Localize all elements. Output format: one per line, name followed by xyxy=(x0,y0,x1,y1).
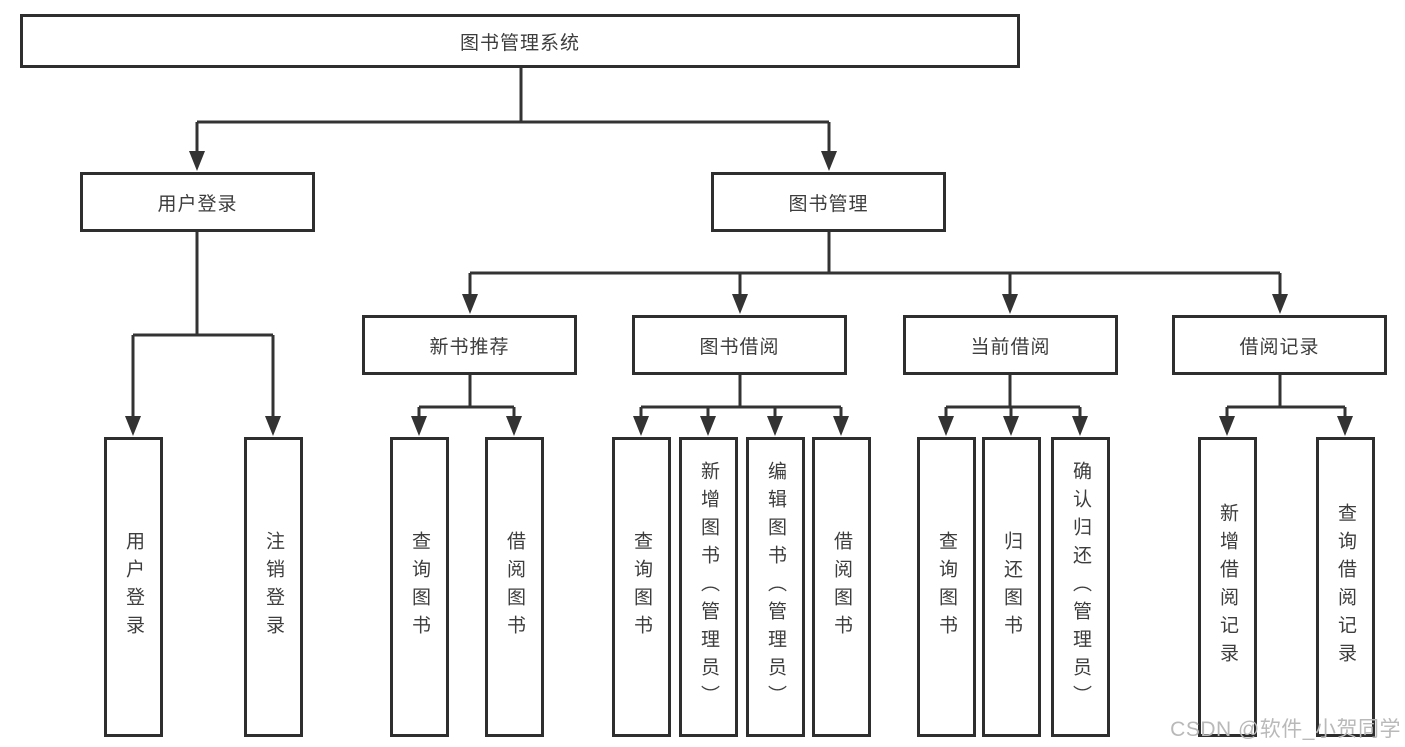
node-book-borrowing: 图书借阅 xyxy=(632,315,847,375)
leaf-user-login: 用户登录 xyxy=(104,437,163,737)
leaf-confirm-return-admin-label: 确认归还（管理员） xyxy=(1070,461,1091,713)
node-root: 图书管理系统 xyxy=(20,14,1020,68)
node-new-book-recommend-label: 新书推荐 xyxy=(429,336,510,358)
node-current-borrowing-label: 当前借阅 xyxy=(970,336,1051,358)
leaf-borrow-books: 借阅图书 xyxy=(812,437,871,737)
node-user-login-label: 用户登录 xyxy=(157,193,238,215)
leaf-query-books-borrow-label: 查询图书 xyxy=(631,531,652,643)
leaf-add-book-admin-label: 新增图书（管理员） xyxy=(698,461,719,713)
node-borrow-records: 借阅记录 xyxy=(1172,315,1387,375)
node-current-borrowing: 当前借阅 xyxy=(903,315,1118,375)
node-root-label: 图书管理系统 xyxy=(459,32,580,54)
node-book-management: 图书管理 xyxy=(711,172,946,232)
node-book-management-label: 图书管理 xyxy=(788,193,869,215)
leaf-logout-label: 注销登录 xyxy=(263,531,284,643)
leaf-borrow-books-recommend: 借阅图书 xyxy=(485,437,544,737)
leaf-borrow-books-recommend-label: 借阅图书 xyxy=(504,531,525,643)
leaf-add-borrow-record: 新增借阅记录 xyxy=(1198,437,1257,737)
leaf-edit-book-admin: 编辑图书（管理员） xyxy=(746,437,805,737)
leaf-add-book-admin: 新增图书（管理员） xyxy=(679,437,738,737)
leaf-user-login-label: 用户登录 xyxy=(123,531,144,643)
leaf-query-books-recommend: 查询图书 xyxy=(390,437,449,737)
leaf-confirm-return-admin: 确认归还（管理员） xyxy=(1051,437,1110,737)
leaf-edit-book-admin-label: 编辑图书（管理员） xyxy=(765,461,786,713)
leaf-query-books-current-label: 查询图书 xyxy=(936,531,957,643)
leaf-borrow-books-label: 借阅图书 xyxy=(831,531,852,643)
leaf-query-books-borrow: 查询图书 xyxy=(612,437,671,737)
node-borrow-records-label: 借阅记录 xyxy=(1239,336,1320,358)
leaf-add-borrow-record-label: 新增借阅记录 xyxy=(1217,503,1238,671)
leaf-return-book: 归还图书 xyxy=(982,437,1041,737)
leaf-query-borrow-record: 查询借阅记录 xyxy=(1316,437,1375,737)
node-book-borrowing-label: 图书借阅 xyxy=(699,336,780,358)
leaf-return-book-label: 归还图书 xyxy=(1001,531,1022,643)
watermark: CSDN @软件_小贺同学 xyxy=(1170,718,1401,741)
leaf-query-borrow-record-label: 查询借阅记录 xyxy=(1335,503,1356,671)
node-user-login: 用户登录 xyxy=(80,172,315,232)
leaf-logout: 注销登录 xyxy=(244,437,303,737)
node-new-book-recommend: 新书推荐 xyxy=(362,315,577,375)
leaf-query-books-current: 查询图书 xyxy=(917,437,976,737)
leaf-query-books-recommend-label: 查询图书 xyxy=(409,531,430,643)
